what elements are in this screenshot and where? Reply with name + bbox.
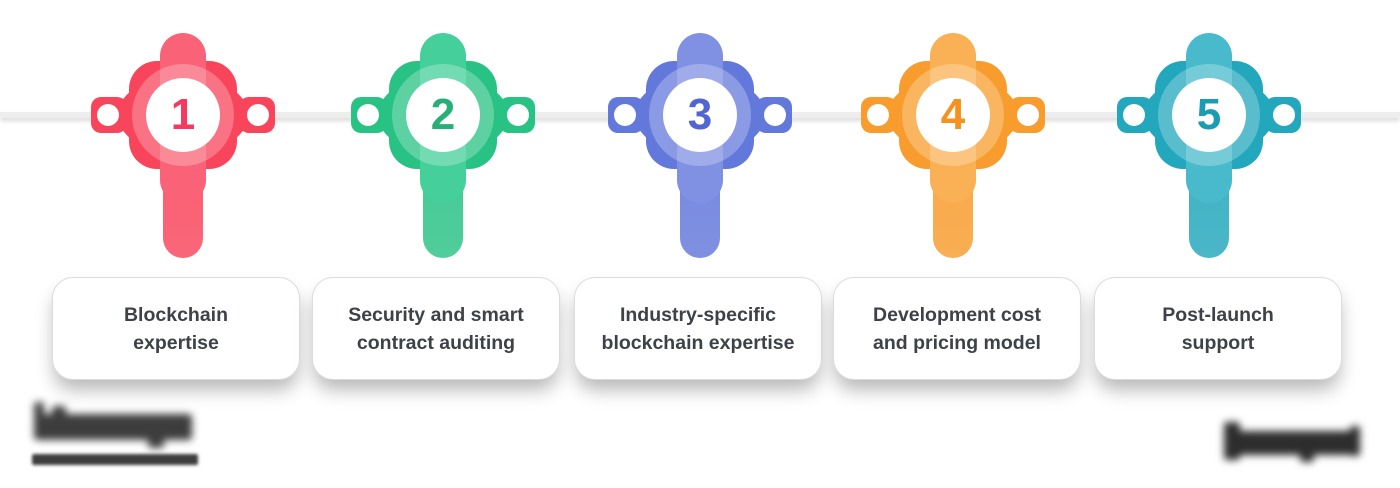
blurred-wordmark-icon: [1224, 422, 1366, 464]
timeline-dot-left: [357, 104, 379, 126]
step-number: 5: [1196, 90, 1222, 139]
timeline-dot-left: [97, 104, 119, 126]
step-4: 4 Development cost and pricing model: [829, 0, 1081, 488]
step-card: Industry-specific blockchain expertise: [574, 277, 822, 380]
timeline-dot-right: [1017, 104, 1039, 126]
step-number: 1: [170, 90, 196, 139]
step-label-line: and pricing model: [873, 331, 1041, 354]
step-label: Security and smart contract auditing: [348, 301, 524, 357]
blurred-logo-underline: [32, 454, 198, 465]
step-label: Industry-specific blockchain expertise: [602, 301, 795, 357]
timeline-dot-left: [867, 104, 889, 126]
step-number: 2: [430, 90, 456, 139]
timeline-dot-right: [764, 104, 786, 126]
step-number-badge: 1: [146, 78, 220, 152]
step-number: 4: [940, 90, 966, 139]
step-2: 2 Security and smart contract auditing: [312, 0, 567, 488]
step-number-badge: 4: [916, 78, 990, 152]
step-label-line: blockchain expertise: [601, 331, 795, 354]
step-card: Security and smart contract auditing: [312, 277, 560, 380]
step-3: 3 Industry-specific blockchain expertise: [574, 0, 824, 488]
timeline-dot-right: [1273, 104, 1295, 126]
step-label: Post-launch support: [1162, 301, 1274, 357]
step-card: Post-launch support: [1094, 277, 1342, 380]
step-label-line: Industry-specific: [619, 303, 777, 326]
step-card: Development cost and pricing model: [833, 277, 1081, 380]
step-number-badge: 5: [1172, 78, 1246, 152]
step-label-line: Security and smart: [348, 303, 524, 326]
step-label-line: Post-launch: [1162, 303, 1274, 326]
timeline-dot-right: [507, 104, 529, 126]
step-label: Development cost and pricing model: [873, 301, 1041, 357]
step-label-line: Blockchain: [123, 303, 229, 326]
timeline-dot-right: [247, 104, 269, 126]
step-1: 1 Blockchain expertise: [52, 0, 307, 488]
step-label-line: contract auditing: [356, 331, 516, 354]
step-number: 3: [687, 90, 713, 139]
timeline-dot-left: [1123, 104, 1145, 126]
step-number-badge: 3: [663, 78, 737, 152]
step-label-line: support: [1181, 331, 1255, 354]
watermark-logo-left: [30, 402, 200, 468]
timeline-dot-left: [614, 104, 636, 126]
step-number-badge: 2: [406, 78, 480, 152]
step-label: Blockchain expertise: [124, 301, 228, 357]
step-5: 5 Post-launch support: [1085, 0, 1342, 488]
step-card: Blockchain expertise: [52, 277, 300, 380]
watermark-logo-right: [1224, 422, 1366, 464]
step-label-line: Development cost: [873, 303, 1041, 326]
step-label-line: expertise: [133, 331, 219, 354]
blurred-logo-with-underline-icon: [30, 402, 200, 448]
